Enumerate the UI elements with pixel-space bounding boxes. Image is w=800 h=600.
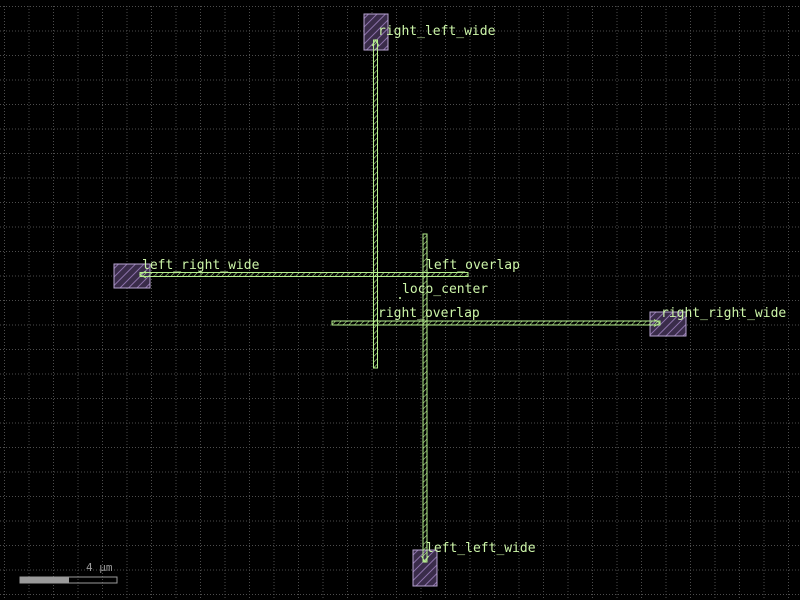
dot-icon <box>399 297 401 299</box>
label-left-right-wide[interactable]: left_right_wide <box>142 258 260 273</box>
wire-right-left-wide[interactable] <box>373 39 378 369</box>
label-right-left-wide[interactable]: right_left_wide <box>378 24 496 39</box>
scale-bar-fill <box>20 577 69 583</box>
arrow-down-icon <box>421 555 429 563</box>
grid-dots <box>0 6 799 598</box>
label-left-overlap[interactable]: left_overlap <box>426 258 520 273</box>
arrow-right-icon <box>653 319 661 327</box>
arrow-up-icon <box>371 39 380 47</box>
label-left-left-wide[interactable]: left_left_wide <box>426 541 536 556</box>
label-right-overlap[interactable]: right_overlap <box>378 306 480 321</box>
wire-left-right-wide[interactable] <box>139 272 469 277</box>
arrow-left-icon <box>139 270 147 279</box>
label-loco-center[interactable]: loco_center <box>402 282 488 297</box>
labels: right_left_wide left_right_wide left_ove… <box>142 24 786 556</box>
scale-bar: 4 μm <box>19 561 118 584</box>
wire-arrows <box>139 39 661 563</box>
label-right-right-wide[interactable]: right_right_wide <box>661 306 786 321</box>
wire-right-right-wide[interactable] <box>331 320 661 326</box>
scale-bar-label: 4 μm <box>86 561 113 574</box>
